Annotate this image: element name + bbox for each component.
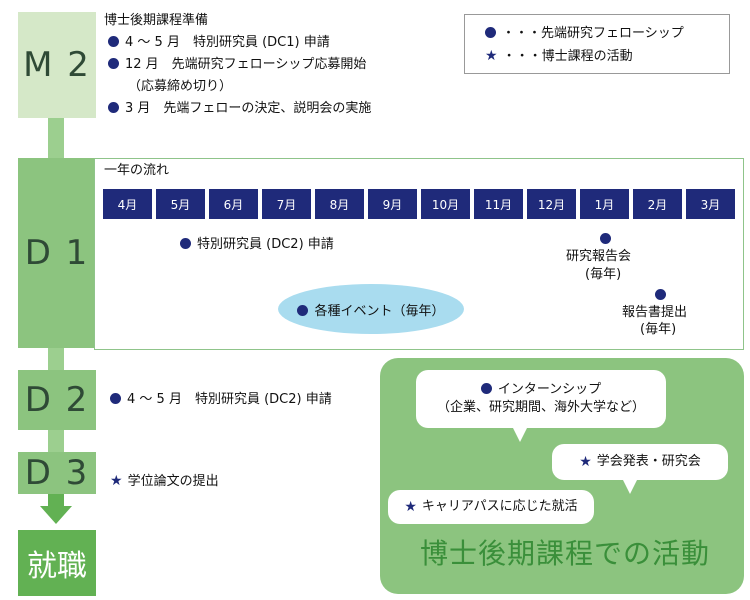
fellowship-dot-icon: [480, 383, 492, 394]
fellowship-dot-icon: [180, 238, 191, 249]
month-cell: 4月: [103, 189, 152, 219]
stage-d3: D 3: [18, 452, 96, 494]
down-arrow-icon: [40, 506, 72, 524]
bubble-tail: [512, 426, 528, 442]
report-submit-note: (毎年): [640, 322, 677, 337]
fellowship-dot-icon: [108, 102, 119, 113]
month-bar: 4月 5月 6月 7月 8月 9月 10月 11月 12月 1月 2月 3月: [103, 189, 741, 219]
star-icon: ★: [404, 499, 417, 515]
d1-flow-title: 一年の流れ: [104, 163, 170, 178]
star-icon: ★: [485, 48, 498, 64]
m2-item: 3 月 先端フェローの決定、説明会の実施: [108, 100, 371, 118]
internship-bubble: インターンシップ （企業、研究期間、海外大学など）: [416, 370, 666, 428]
timeline-connector: [48, 430, 64, 452]
fellowship-dot-icon: [108, 36, 119, 47]
bubble-tail: [622, 478, 638, 494]
m2-title: 博士後期課程準備: [104, 13, 209, 28]
month-cell: 7月: [262, 189, 311, 219]
fellowship-dot-icon: [485, 27, 496, 38]
month-cell: 8月: [315, 189, 364, 219]
month-cell: 2月: [633, 189, 682, 219]
fellowship-dot-icon: [108, 58, 119, 69]
timeline-connector: [48, 118, 64, 158]
legend-star-entry: ★・・・博士課程の活動: [485, 48, 633, 64]
report-submit-label: 報告書提出: [622, 305, 688, 320]
month-cell: 5月: [156, 189, 205, 219]
month-cell: 10月: [421, 189, 470, 219]
timeline-connector: [48, 494, 64, 506]
month-cell: 6月: [209, 189, 258, 219]
timeline-connector: [48, 348, 64, 370]
month-cell: 3月: [686, 189, 735, 219]
activities-title: 博士後期課程での活動: [419, 537, 710, 570]
month-cell: 12月: [527, 189, 576, 219]
stage-job: 就職: [18, 530, 96, 596]
event-oval: 各種イベント（毎年）: [278, 284, 464, 334]
stage-m2: M 2: [18, 12, 96, 118]
fellowship-dot-icon: [110, 393, 121, 404]
d3-item: ★学位論文の提出: [110, 473, 219, 489]
stage-d2: D 2: [18, 370, 96, 430]
month-cell: 9月: [368, 189, 417, 219]
m2-item: 4 ～ 5 月 特別研究員 (DC1) 申請: [108, 34, 330, 52]
fellowship-dot-icon: [297, 304, 309, 316]
m2-item: 12 月 先端研究フェローシップ応募開始: [108, 56, 366, 74]
star-icon: ★: [110, 473, 123, 489]
report-meeting-label: 研究報告会: [566, 249, 632, 264]
month-cell: 1月: [580, 189, 629, 219]
event-label: 各種イベント（毎年）: [297, 300, 445, 319]
star-icon: ★: [579, 454, 592, 470]
legend-dot-entry: ・・・先端研究フェローシップ: [485, 25, 684, 43]
m2-subnote: （応募締め切り）: [128, 79, 233, 94]
report-submit-dot-icon: [655, 289, 666, 300]
internship-note: （企業、研究期間、海外大学など）: [436, 400, 645, 415]
report-meeting-note: (毎年): [585, 267, 622, 282]
d1-dc2-item: 特別研究員 (DC2) 申請: [180, 236, 334, 254]
legend: ・・・先端研究フェローシップ ★・・・博士課程の活動: [464, 14, 730, 74]
conference-bubble: ★学会発表・研究会: [552, 444, 728, 480]
month-cell: 11月: [474, 189, 523, 219]
internship-label: インターンシップ: [480, 381, 601, 399]
stage-d1: D 1: [18, 158, 96, 348]
career-bubble: ★キャリアパスに応じた就活: [388, 490, 594, 524]
d2-item: 4 ～ 5 月 特別研究員 (DC2) 申請: [110, 391, 332, 409]
report-meeting-dot-icon: [600, 233, 611, 244]
